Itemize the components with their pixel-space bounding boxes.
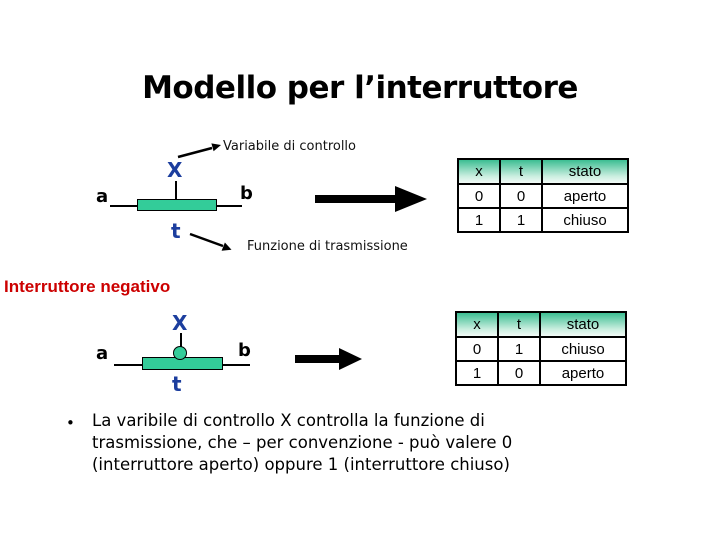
negative-section-heading: Interruttore negativo [4,277,171,296]
header-x: x [455,311,499,338]
table-cell: 1 [497,336,541,362]
bullet-marker: • [66,414,75,432]
control-wire [180,333,182,348]
table-cell: 0 [499,183,543,209]
transmission-variable-symbol: t [171,219,181,243]
table-cell: aperto [541,183,629,209]
terminal-a-label: a [96,186,109,207]
table-header-row: x t stato [457,158,629,185]
transmission-function-label: Funzione di trasmissione [247,239,408,254]
positive-truth-table: x t stato 0 0 aperto 1 1 chiuso [457,158,629,233]
transmission-pointer-arrow-icon [189,232,232,251]
table-header-row: x t stato [455,311,627,338]
transmission-variable-symbol: t [172,372,182,396]
header-stato: stato [539,311,627,338]
table-row: 0 1 chiuso [455,336,627,362]
page-title: Modello per l’interruttore [142,70,578,106]
table-row: 1 1 chiuso [457,207,629,233]
table-cell: 0 [497,360,541,386]
control-variable-symbol: X [167,158,183,182]
control-pointer-arrow-icon [177,143,221,159]
table-cell: chiuso [541,207,629,233]
terminal-a-label: a [96,343,109,364]
table-cell: chiuso [539,336,627,362]
control-variable-label: Variabile di controllo [223,139,357,154]
terminal-b-label: b [238,340,251,361]
header-x: x [457,158,501,185]
terminal-b-label: b [240,183,253,204]
switch-body [137,199,217,211]
bullet-text-line: (interruttore aperto) oppure 1 (interrut… [92,455,510,474]
header-t: t [499,158,543,185]
flow-arrow-icon [295,348,362,370]
table-cell: aperto [539,360,627,386]
table-cell: 1 [455,360,499,386]
table-row: 0 0 aperto [457,183,629,209]
table-cell: 1 [457,207,501,233]
negative-truth-table: x t stato 0 1 chiuso 1 0 aperto [455,311,627,386]
header-stato: stato [541,158,629,185]
table-row: 1 0 aperto [455,360,627,386]
control-variable-symbol: X [172,311,188,335]
table-cell: 0 [455,336,499,362]
flow-arrow-icon [315,186,427,212]
bullet-text-line: trasmissione, che – per convenzione - pu… [92,433,513,452]
header-t: t [497,311,541,338]
table-cell: 0 [457,183,501,209]
table-cell: 1 [499,207,543,233]
control-wire [175,181,177,201]
bullet-text-line: La varibile di controllo X controlla la … [92,411,485,430]
negation-bubble-icon [173,346,187,360]
